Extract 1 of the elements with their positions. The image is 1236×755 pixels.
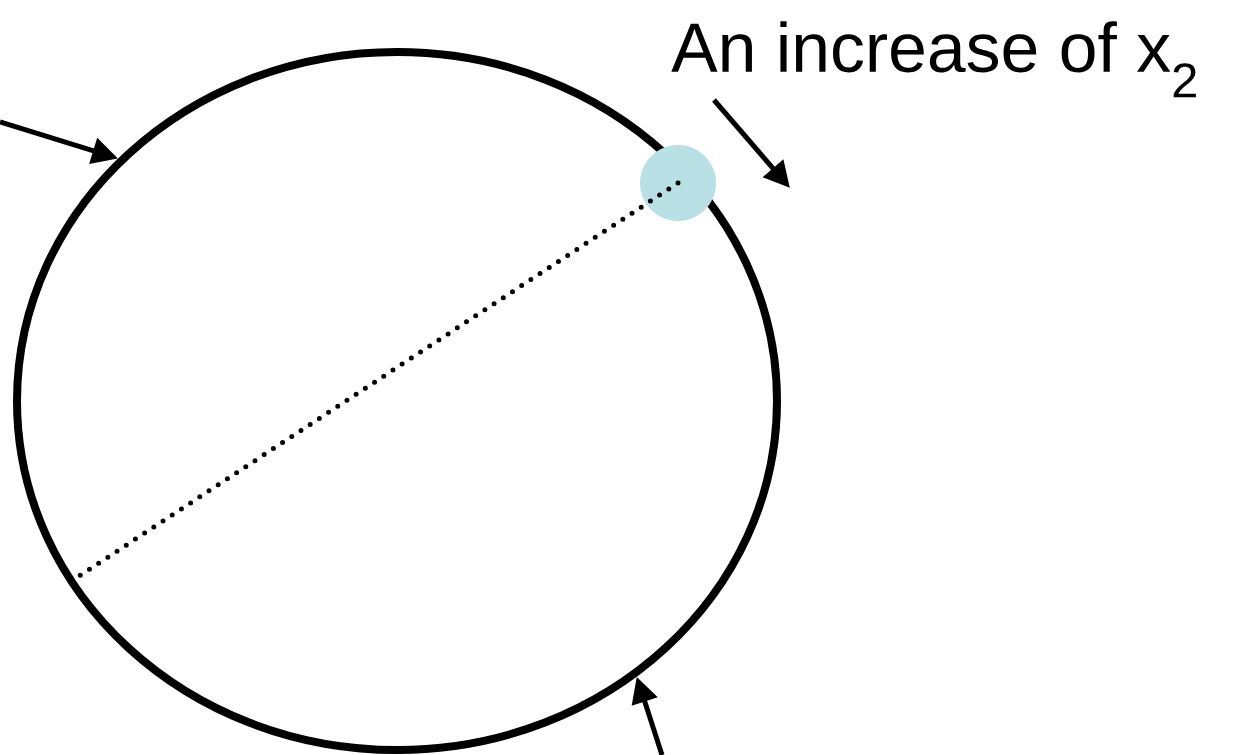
text-label: An increase of x$_{2}$: [671, 21, 1196, 98]
